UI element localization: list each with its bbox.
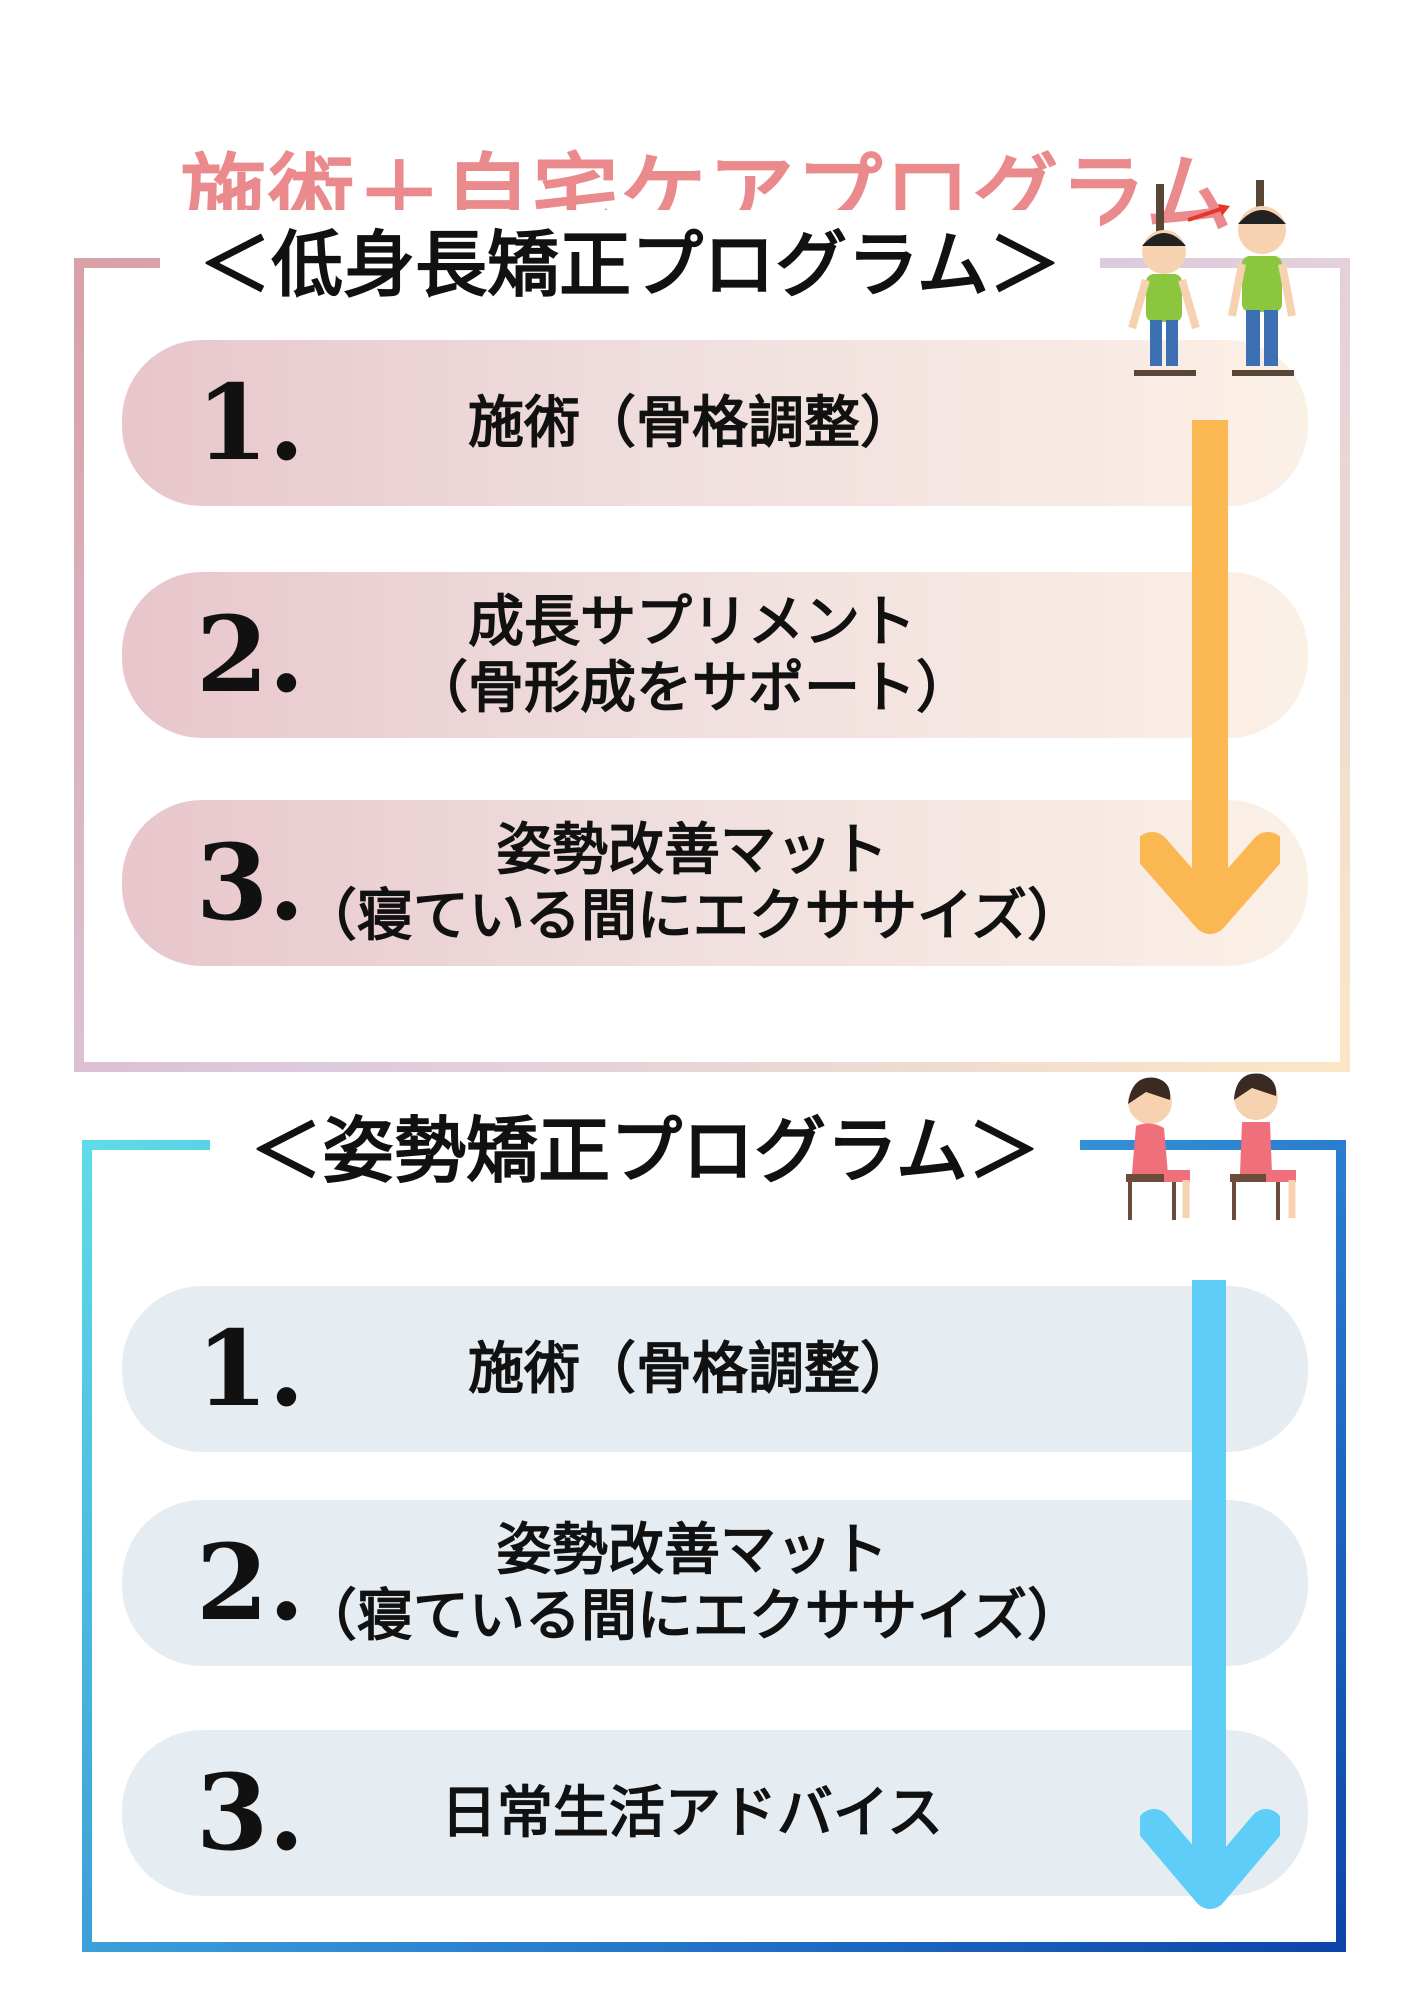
step-line-2: （骨形成をサポート） [412, 655, 972, 721]
step-line-1: 姿勢改善マット [496, 1517, 888, 1583]
step-item: 2. 姿勢改善マット （寝ている間にエクササイズ） [122, 1500, 1308, 1666]
step-line-2: （寝ている間にエクササイズ） [300, 1583, 1084, 1649]
girls-sitting-posture-icon [1126, 1073, 1296, 1220]
step-item: 3. 姿勢改善マット （寝ている間にエクササイズ） [122, 800, 1308, 966]
down-arrow-icon [1140, 420, 1280, 934]
section-heading: ＜低身長矯正プログラム＞ [160, 210, 1100, 320]
step-number: 3. [196, 1751, 305, 1874]
step-text: 日常生活アドバイス [312, 1730, 1072, 1896]
step-text: 成長サプリメント （骨形成をサポート） [312, 572, 1072, 738]
step-text: 姿勢改善マット （寝ている間にエクササイズ） [301, 800, 1083, 966]
section-heading: ＜姿勢矯正プログラム＞ [210, 1096, 1080, 1206]
step-line-1: 日常生活アドバイス [440, 1780, 944, 1846]
step-number: 1. [196, 1307, 305, 1430]
step-number: 1. [196, 361, 305, 484]
down-arrow-icon [1140, 1280, 1280, 1909]
step-text: 姿勢改善マット （寝ている間にエクササイズ） [301, 1500, 1083, 1666]
children-height-comparison-icon [1128, 180, 1296, 376]
step-item: 1. 施術（骨格調整） [122, 1286, 1308, 1452]
step-number: 2. [196, 593, 305, 716]
step-line-1: 成長サプリメント [468, 589, 916, 655]
step-line-2: （寝ている間にエクササイズ） [300, 883, 1084, 949]
step-line-1: 施術（骨格調整） [468, 1336, 916, 1402]
step-line-1: 姿勢改善マット [496, 817, 888, 883]
step-number: 2. [196, 1521, 305, 1644]
step-item: 1. 施術（骨格調整） [122, 340, 1308, 506]
step-line-1: 施術（骨格調整） [468, 390, 916, 456]
step-number: 3. [196, 821, 305, 944]
step-text: 施術（骨格調整） [312, 1286, 1072, 1452]
step-text: 施術（骨格調整） [312, 340, 1072, 506]
step-item: 3. 日常生活アドバイス [122, 1730, 1308, 1896]
step-item: 2. 成長サプリメント （骨形成をサポート） [122, 572, 1308, 738]
